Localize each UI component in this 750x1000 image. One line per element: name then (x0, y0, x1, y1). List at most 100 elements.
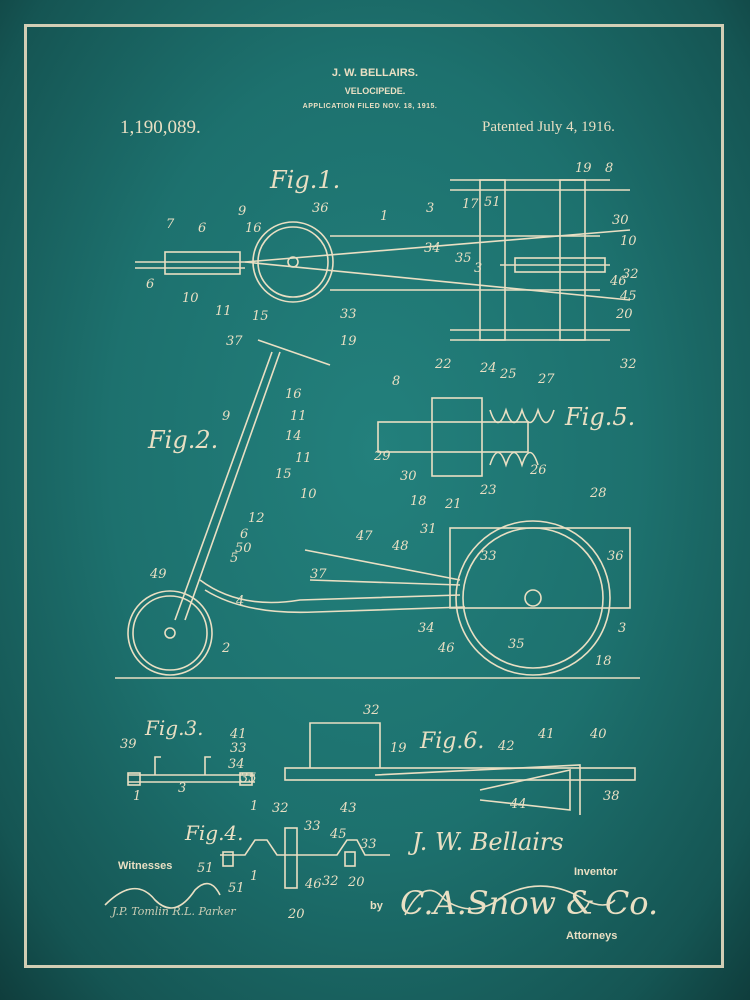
part-number-label: 33 (304, 819, 321, 834)
part-number-label: 10 (620, 234, 637, 249)
part-number-label: 34 (418, 621, 435, 636)
attorneys-label: Attorneys (566, 930, 618, 942)
part-number-label: 30 (400, 469, 417, 484)
inventor-signature: J. W. Bellairs (412, 828, 564, 856)
part-number-label: 18 (410, 494, 427, 509)
part-number-label: 50 (235, 541, 252, 556)
part-number-label: 44 (509, 797, 527, 812)
part-number-label: 6 (146, 277, 154, 292)
part-number-label: 35 (240, 771, 257, 786)
fig1-label: Fig.1. (269, 166, 340, 194)
part-number-label: 30 (612, 213, 629, 228)
part-number-label: 37 (226, 334, 243, 349)
part-number-label: 1 (133, 789, 141, 804)
part-number-label: 46 (437, 641, 455, 656)
part-number-label: 41 (537, 727, 555, 742)
part-number-label: 32 (322, 874, 339, 889)
part-number-label: 3 (426, 201, 434, 216)
part-number-label: 11 (215, 304, 232, 319)
part-number-label: 39 (120, 737, 137, 752)
part-number-label: 16 (285, 387, 302, 402)
part-number-label: 6 (198, 221, 206, 236)
part-number-label: 18 (595, 654, 612, 669)
part-number-label: 33 (480, 549, 497, 564)
fig6-drawing (284, 722, 636, 815)
part-number-label: 35 (508, 637, 525, 652)
part-number-label: 26 (529, 463, 547, 478)
part-number-label: 47 (355, 529, 373, 544)
part-number-label: 33 (340, 307, 357, 322)
part-number-label: 27 (537, 372, 555, 387)
fig2-drawing (115, 339, 640, 679)
part-number-label: 14 (285, 429, 302, 444)
part-number-label: 8 (605, 161, 613, 176)
part-number-label: 23 (479, 483, 497, 498)
part-number-label: 1 (380, 209, 388, 224)
part-number-label: 3 (178, 781, 186, 796)
part-number-label: 19 (575, 161, 592, 176)
border-frame (24, 24, 724, 968)
part-number-label: 46 (609, 274, 627, 289)
part-number-label: 2 (221, 641, 230, 656)
part-number-label: 11 (295, 451, 312, 466)
part-number-label: 32 (363, 703, 380, 718)
part-number-label: 4 (235, 594, 244, 609)
part-number-label: 6 (240, 527, 248, 542)
part-number-label: 8 (392, 374, 400, 389)
part-number-label: 35 (455, 251, 472, 266)
patented-date: Patented July 4, 1916. (482, 119, 615, 135)
part-number-label: 34 (228, 757, 245, 772)
part-number-label: 9 (222, 409, 230, 424)
invention-title: VELOCIPEDE. (344, 86, 406, 96)
part-number-label: 11 (290, 409, 307, 424)
part-number-label: 38 (603, 789, 620, 804)
fig4-drawing (220, 827, 390, 889)
part-number-label: 1 (250, 799, 258, 814)
part-number-label: 32 (622, 267, 639, 282)
fig5-drawing (377, 397, 555, 477)
part-number-label: 46 (304, 877, 322, 892)
part-number-label: 34 (424, 241, 441, 256)
part-number-label: 9 (238, 204, 246, 219)
part-number-label: 3 (618, 621, 626, 636)
part-number-label: 36 (312, 201, 329, 216)
part-number-label: 51 (228, 881, 245, 896)
part-number-label: 3 (474, 261, 482, 276)
part-number-label: 7 (166, 217, 175, 232)
by-label: by (370, 900, 383, 912)
part-number-label: 15 (252, 309, 269, 324)
inventor-header: J. W. BELLAIRS. (331, 67, 419, 79)
part-number-label: 21 (444, 497, 462, 512)
witness-signatures: J.P. Tomlin R.L. Parker (112, 905, 236, 918)
part-number-label: 43 (339, 801, 357, 816)
part-number-label: 15 (275, 467, 292, 482)
part-number-label: 1 (250, 869, 258, 884)
fig4-label: Fig.4. (184, 821, 244, 845)
part-number-label: 37 (310, 567, 327, 582)
part-number-label: 12 (248, 511, 265, 526)
line-drawings (104, 179, 640, 916)
part-number-label: 20 (347, 875, 365, 890)
inventor-label: Inventor (574, 866, 618, 878)
part-number-label: 41 (229, 727, 247, 742)
part-number-label: 33 (360, 837, 377, 852)
application-filed: APPLICATION FILED NOV. 18, 1915. (302, 103, 438, 110)
part-number-label: 45 (619, 289, 637, 304)
part-number-label: 32 (272, 801, 289, 816)
part-number-label: 29 (373, 449, 391, 464)
attorney-signature: C.A.Snow & Co. (400, 884, 659, 922)
part-number-label: 16 (245, 221, 262, 236)
part-number-label: 24 (479, 361, 497, 376)
part-number-label: 19 (340, 334, 357, 349)
part-number-label: 5 (230, 551, 238, 566)
fig3-label: Fig.3. (144, 716, 204, 740)
part-number-label: 48 (391, 539, 409, 554)
part-number-label: 19 (390, 741, 407, 756)
fig2-label: Fig.2. (147, 426, 218, 454)
part-number-label: 20 (287, 907, 305, 922)
part-number-label: 22 (434, 357, 452, 372)
witness-signature-flourish (104, 882, 221, 909)
